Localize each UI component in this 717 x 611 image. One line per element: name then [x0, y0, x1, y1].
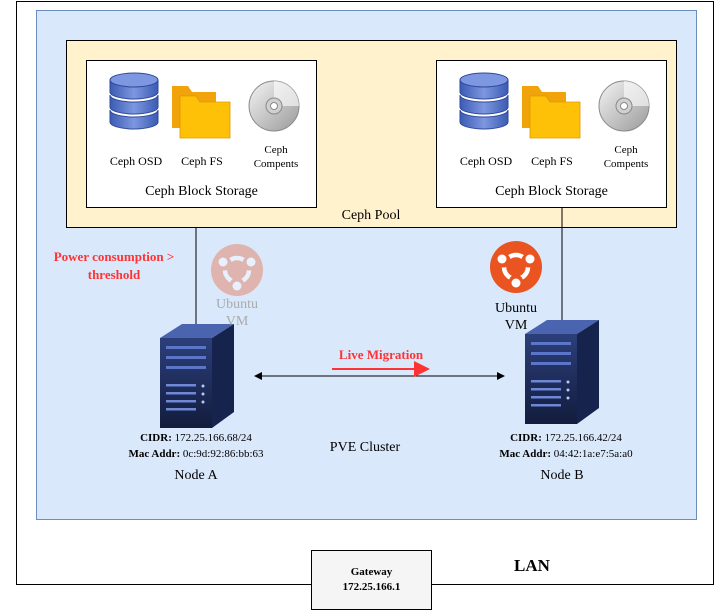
power-line2: threshold — [87, 267, 141, 282]
ceph-pool-label: Ceph Pool — [341, 208, 401, 223]
node-b-cidr-key: CIDR: — [510, 432, 542, 444]
server-icon — [525, 320, 599, 424]
ceph-components-label: Ceph Compents — [590, 143, 662, 171]
node-b-mac: 04:42:1a:e7:5a:a0 — [553, 448, 633, 460]
node-a-name: Node A — [174, 468, 218, 483]
gateway-title: Gateway — [350, 566, 393, 578]
power-line1: Power consumption > — [53, 249, 175, 264]
ceph-components-line2: Compents — [603, 158, 649, 170]
database-icon — [459, 72, 509, 130]
ceph-block-storage-title: Ceph Block Storage — [495, 184, 608, 199]
disc-icon — [248, 80, 300, 132]
lan-label: LAN — [514, 556, 550, 575]
node-b-mac-key: Mac Addr: — [499, 448, 552, 460]
disc-icon — [598, 80, 650, 132]
node-a-cidr-key: CIDR: — [140, 432, 172, 444]
node-b-cidr: 172.25.166.42/24 — [544, 432, 622, 444]
node-a-mac-key: Mac Addr: — [128, 448, 181, 460]
ubuntu-icon — [211, 244, 263, 296]
vm-right-line1: Ubuntu — [495, 301, 537, 316]
ceph-osd-label: Ceph OSD — [109, 154, 163, 168]
pve-cluster-label: PVE Cluster — [329, 440, 401, 455]
vm-left-line2: VM — [225, 314, 249, 329]
ceph-osd-label: Ceph OSD — [459, 154, 513, 168]
ceph-block-storage-title: Ceph Block Storage — [145, 184, 258, 199]
folder-icon — [171, 85, 231, 139]
node-b-name: Node B — [540, 468, 584, 483]
node-a-cidr: 172.25.166.68/24 — [174, 432, 252, 444]
gateway-ip: 172.25.166.1 — [342, 581, 401, 593]
folder-icon — [521, 85, 581, 139]
ceph-components-line1: Ceph — [614, 144, 638, 156]
vm-left-line1: Ubuntu — [216, 297, 258, 312]
vm-label-node-b: Ubuntu VM — [480, 300, 552, 334]
ceph-components-line2: Compents — [253, 158, 299, 170]
ceph-components-line1: Ceph — [264, 144, 288, 156]
power-threshold-warning: Power consumption > threshold — [36, 248, 192, 284]
vm-label-node-a: Ubuntu VM — [201, 296, 273, 330]
live-migration-label: Live Migration — [338, 347, 424, 362]
vm-right-line2: VM — [504, 318, 528, 333]
node-a-info: CIDR: 172.25.166.68/24 Mac Addr: 0c:9d:9… — [104, 430, 288, 462]
ubuntu-icon — [490, 241, 542, 293]
database-icon — [109, 72, 159, 130]
node-b-info: CIDR: 172.25.166.42/24 Mac Addr: 04:42:1… — [474, 430, 658, 462]
ceph-components-label: Ceph Compents — [240, 143, 312, 171]
ceph-fs-label: Ceph FS — [531, 154, 573, 168]
ceph-fs-label: Ceph FS — [181, 154, 223, 168]
gateway-box: Gateway 172.25.166.1 — [311, 550, 432, 610]
node-a-mac: 0c:9d:92:86:bb:63 — [182, 448, 264, 460]
server-icon — [160, 324, 234, 428]
